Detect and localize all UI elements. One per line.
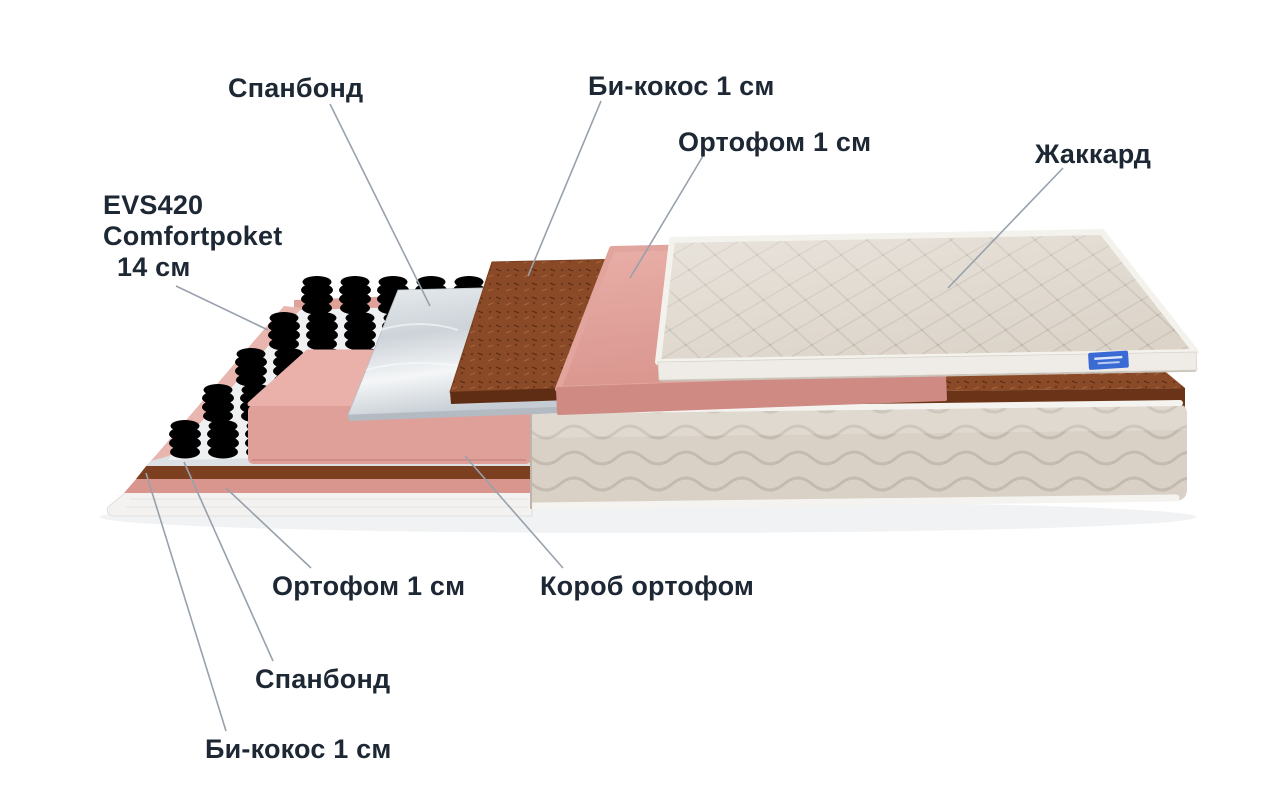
label-spunbond-bottom: Спанбонд [255,664,391,694]
leader-line-korob [464,455,564,569]
label-evs420-line1: EVS420 [103,190,204,220]
label-spunbond-top: Спанбонд [228,73,364,103]
side-panel-wave-texture [531,405,1187,509]
leader-line-evs420 [175,285,269,331]
label-evs420-line3: 14 см [117,252,191,283]
base-right-assembled [528,358,1187,510]
label-evs420: EVS420 Comfortpoket 14 см [103,190,282,283]
label-evs420-line2: Comfortpoket [103,221,283,252]
label-jacquard: Жаккард [1035,139,1152,169]
side-panel-piping-bottom [529,494,1180,510]
base-bicocos-strip [136,465,532,479]
jacquard-cover [655,229,1199,382]
leader-line-jacquard [947,167,1064,289]
label-korob-ortofoam: Короб ортофом [540,571,755,601]
leader-line-spunbond-bottom [183,461,274,662]
leader-line-ortofoam-bottom [225,487,312,569]
leader-line-bicocos-top [527,100,602,277]
label-ortofoam-bottom: Ортофом 1 см [272,571,466,601]
base-ortofoam-strip [124,478,532,493]
leader-lines [145,100,1064,732]
label-ortofoam-top: Ортофом 1 см [678,127,872,157]
label-bicocos-top: Би-кокос 1 см [588,71,775,101]
base-bottom-spunbond-strip [106,491,533,517]
leader-line-ortofoam-top [629,155,704,279]
leader-line-spunbond-top [329,103,431,307]
ortofoam-box-front-face [248,406,531,464]
jacquard-front-piping [657,351,1198,381]
leader-line-bicocos-bottom [145,472,227,732]
label-bicocos-bottom: Би-кокос 1 см [205,734,392,764]
brand-tag [1088,350,1129,370]
